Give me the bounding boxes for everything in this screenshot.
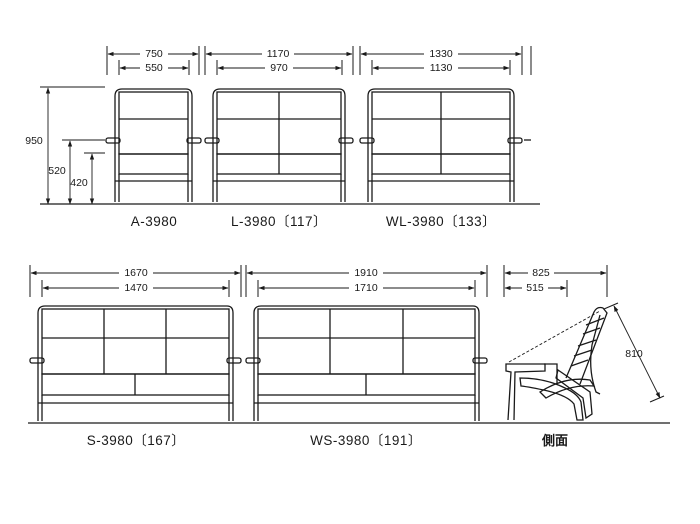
sofa-s-3980: 1670 1470 S-3980〔167〕 xyxy=(29,265,242,448)
height-arm-label: 520 xyxy=(48,165,66,177)
ws-width-outer: 1910 xyxy=(354,267,378,279)
side-view-label: 側面 xyxy=(541,433,568,449)
a-width-outer: 750 xyxy=(145,48,163,60)
height-dimensions: 950 520 420 xyxy=(25,86,105,205)
wl-width-inner: 1130 xyxy=(430,62,453,74)
wl-width-outer: 1330 xyxy=(429,48,453,60)
a-width-inner: 550 xyxy=(145,62,163,74)
l-width-inner: 970 xyxy=(270,62,288,74)
side-diagonal: 810 xyxy=(625,348,643,360)
model-label-wl: WL-3980〔133〕 xyxy=(386,214,496,229)
s-width-outer: 1670 xyxy=(124,267,148,279)
sofa-wl-3980: 1330 1130 WL-3980〔133〕 xyxy=(359,46,532,229)
sofa-l-3980: 1170 970 L-3980〔117〕 xyxy=(204,46,354,229)
s-width-inner: 1470 xyxy=(124,282,148,294)
model-label-s: S-3980〔167〕 xyxy=(87,433,186,448)
side-depth-inner: 515 xyxy=(526,282,544,294)
model-label-ws: WS-3980〔191〕 xyxy=(310,433,422,448)
ws-width-inner: 1710 xyxy=(354,282,378,294)
model-label-l: L-3980〔117〕 xyxy=(231,214,327,229)
side-depth-outer: 825 xyxy=(532,267,550,279)
l-width-outer: 1170 xyxy=(267,48,290,60)
height-seat-label: 420 xyxy=(70,177,88,189)
model-label-a: A-3980 xyxy=(131,214,178,229)
sofa-a-3980: 750 550 A-3980 xyxy=(105,46,202,229)
side-view: 825 515 810 側面 xyxy=(503,265,665,449)
height-total-label: 950 xyxy=(25,135,43,147)
sofa-ws-3980: 1910 1710 WS-3980〔191〕 xyxy=(245,265,488,448)
